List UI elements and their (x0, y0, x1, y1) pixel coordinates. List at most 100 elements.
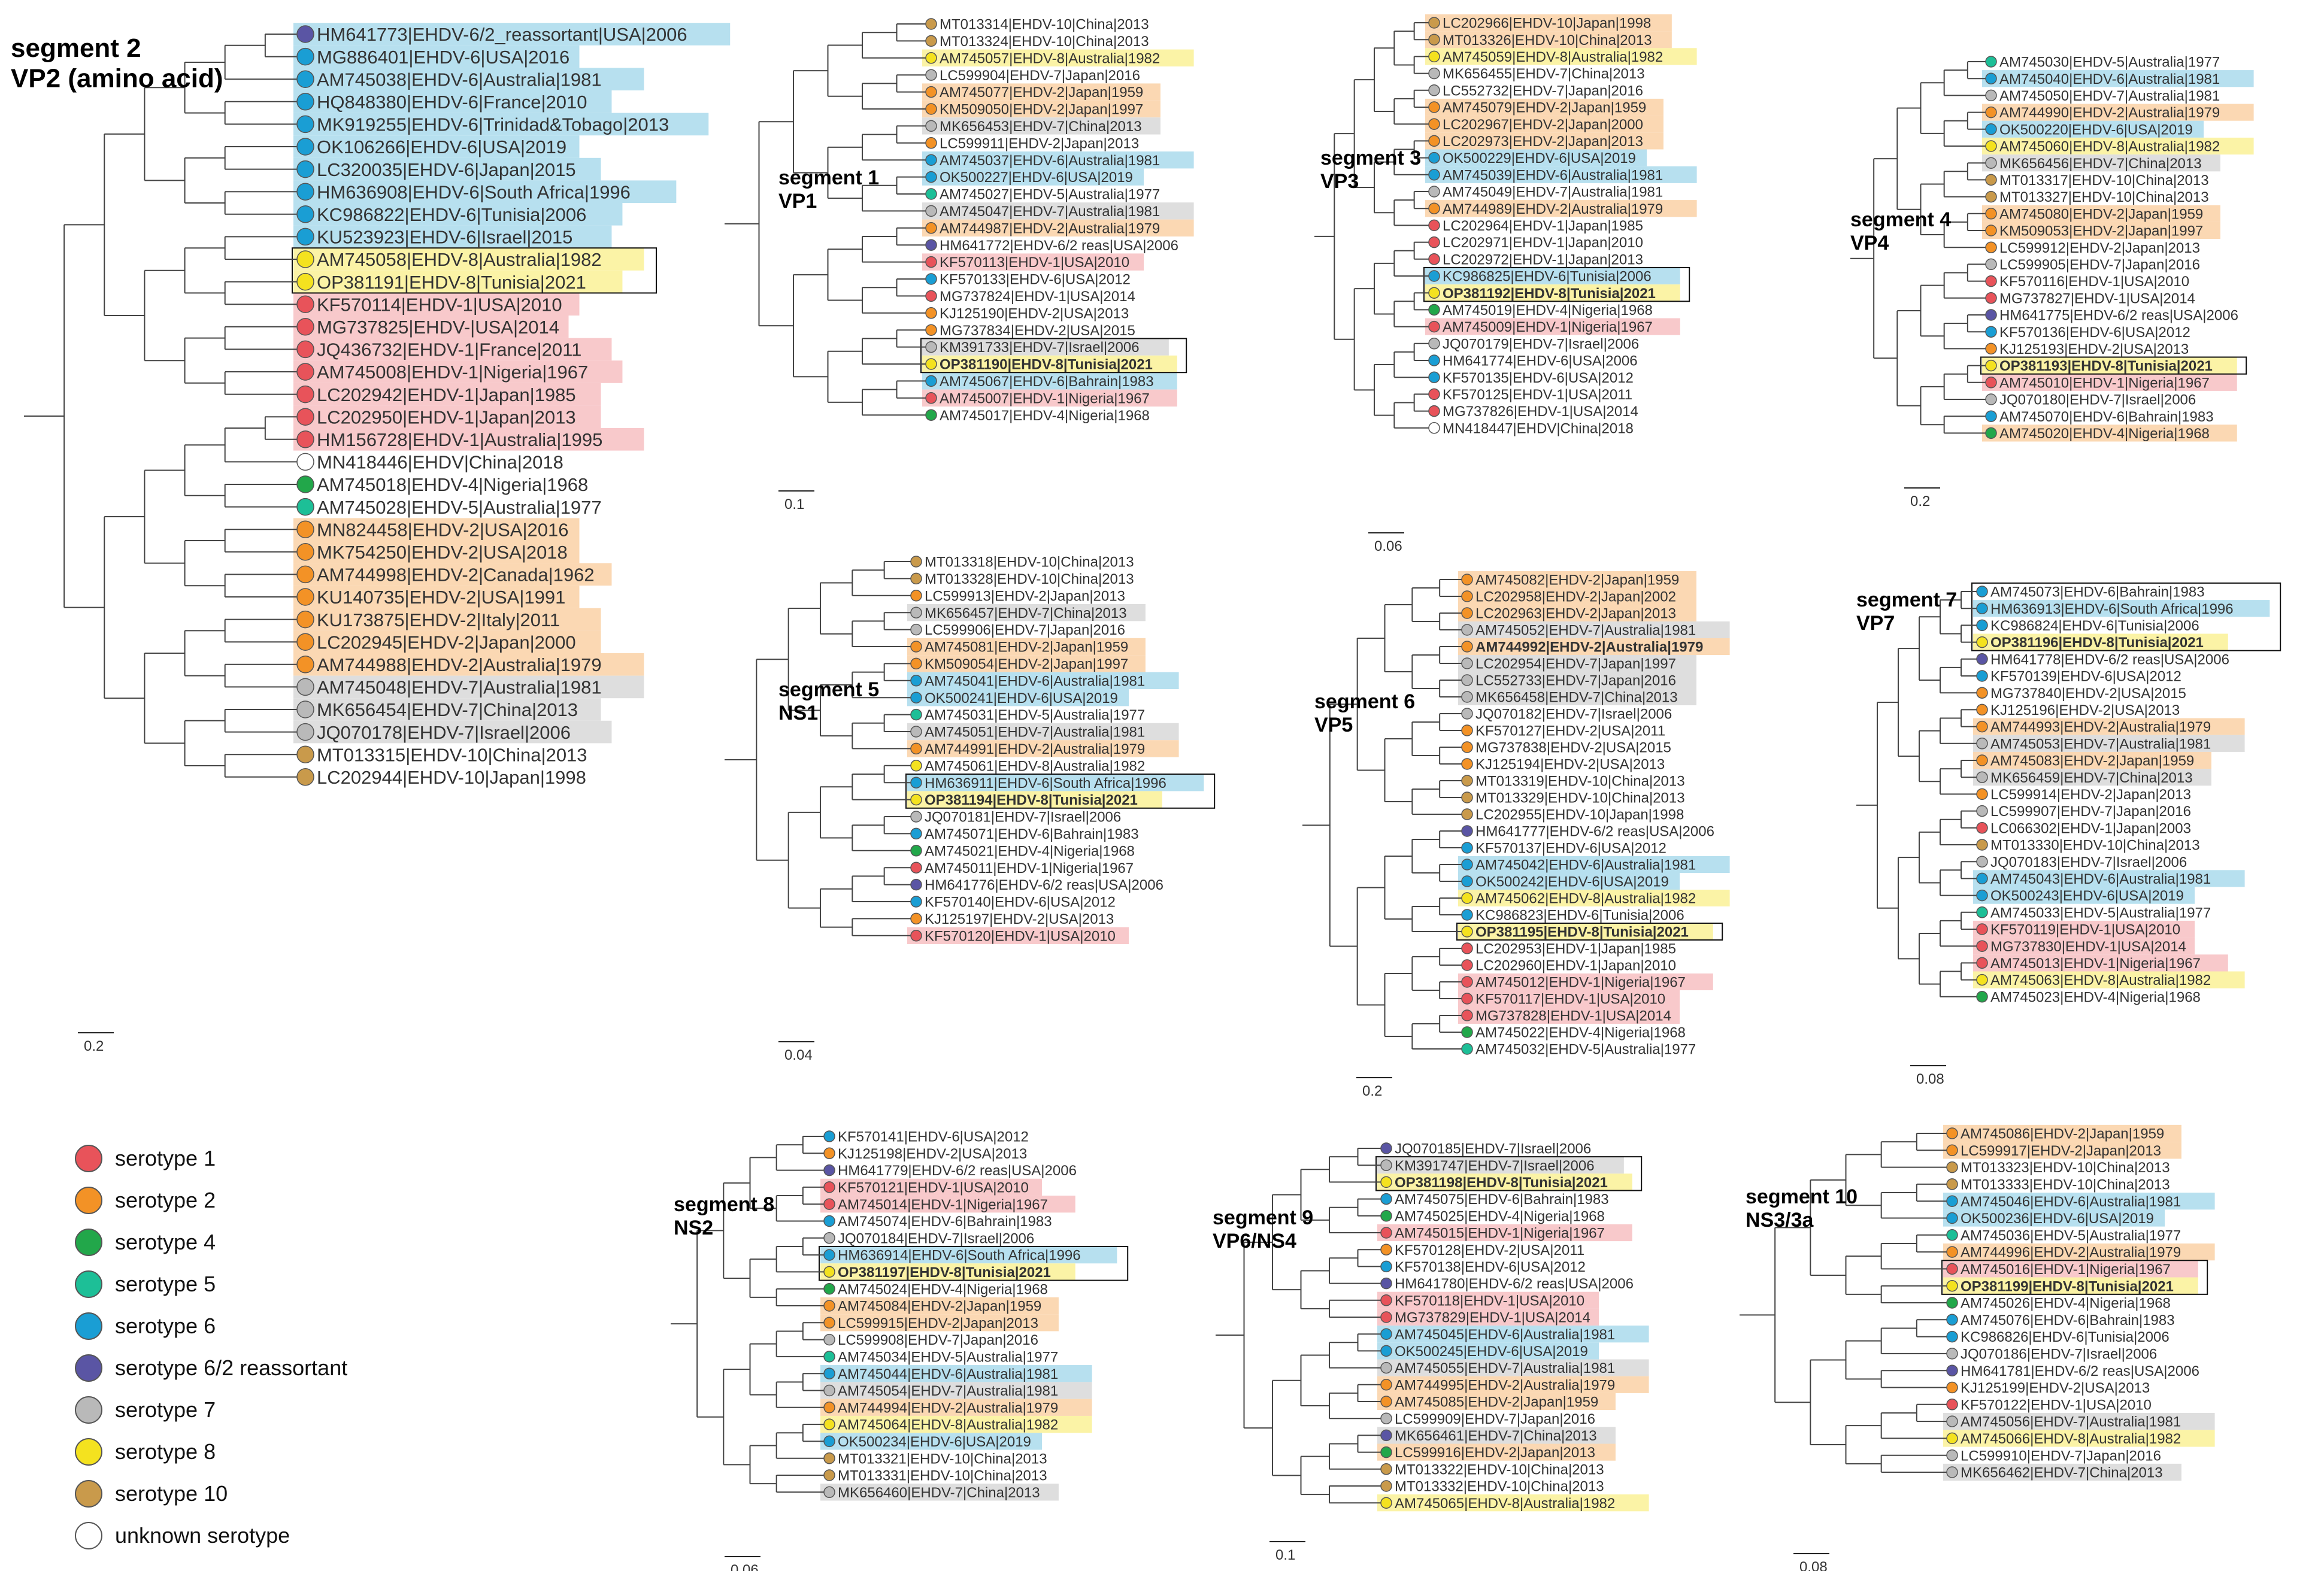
highlight-band (820, 1399, 1092, 1416)
highlight-band (293, 675, 644, 699)
tip-label: MT013327|EHDV-10|China|2013 (1999, 189, 2209, 205)
highlight-band (1973, 870, 2245, 887)
tip-marker (1461, 976, 1473, 988)
tip-marker (296, 25, 314, 43)
tip-marker (1985, 140, 1997, 152)
tip-label: HM641779|EHDV-6/2 reas|USA|2006 (838, 1163, 1077, 1179)
tip-marker (1461, 1026, 1473, 1038)
tip-marker (1976, 839, 1988, 851)
tip-marker (1428, 388, 1440, 401)
tip-label: KC986825|EHDV-6|Tunisia|2006 (1443, 269, 1652, 285)
tip-marker (296, 700, 314, 718)
highlight-band (1982, 374, 2237, 391)
tip-label: AM745026|EHDV-4|Nigeria|1968 (1961, 1296, 2171, 1312)
tip-marker (1976, 586, 1988, 598)
tip-marker (1461, 1043, 1473, 1055)
tip-marker (296, 453, 314, 471)
tip-label: KF570128|EHDV-2|USA|2011 (1395, 1242, 1584, 1258)
tip-label: JQ070182|EHDV-7|Israel|2006 (1475, 706, 1672, 723)
highlight-band (293, 720, 612, 744)
tip-label: AM745011|EHDV-1|Nigeria|1967 (925, 860, 1134, 877)
tip-marker (1428, 101, 1440, 113)
tip-marker (925, 86, 937, 98)
tip-label: AM745023|EHDV-4|Nigeria|1968 (1990, 989, 2201, 1005)
tip-label: KF570121|EHDV-1|USA|2010 (838, 1180, 1029, 1196)
highlight-band (1973, 954, 2228, 972)
highlight-band (922, 253, 1144, 271)
tip-marker (1380, 1244, 1392, 1255)
tip-marker (925, 341, 937, 353)
legend-label: serotype 6 (115, 1314, 216, 1338)
highlight-band (1973, 887, 2195, 904)
tip-marker (1428, 287, 1440, 299)
tip-label: AM745014|EHDV-1|Nigeria|1967 (838, 1197, 1048, 1213)
tip-marker (296, 47, 314, 66)
tip-label: AM744988|EHDV-2|Australia|1979 (317, 654, 602, 675)
tip-marker (823, 1469, 835, 1481)
tip-marker (823, 1215, 835, 1227)
tip-label: OP381192|EHDV-8|Tunisia|2021 (1443, 286, 1656, 302)
legend-swatch (75, 1229, 102, 1256)
tip-label: LC202942|EHDV-1|Japan|1985 (317, 384, 576, 405)
tip-marker (1428, 405, 1440, 417)
tip-label: MG737829|EHDV-1|USA|2014 (1395, 1310, 1590, 1326)
tip-label: KC986826|EHDV-6|Tunisia|2006 (1961, 1329, 2170, 1345)
highlight-band (907, 927, 1129, 944)
highlight-band (1973, 718, 2245, 735)
tip-marker (1380, 1379, 1392, 1391)
tip-marker (1946, 1330, 1958, 1343)
tip-marker (296, 520, 314, 538)
legend-swatch (75, 1438, 102, 1466)
tip-label: KM509050|EHDV-2|Japan|1997 (940, 102, 1143, 118)
tip-label: AM744990|EHDV-2|Australia|1979 (1999, 105, 2220, 121)
tip-marker (296, 588, 314, 606)
tip-marker (910, 641, 922, 653)
tip-marker (1380, 1497, 1392, 1509)
tip-marker (1946, 1314, 1958, 1326)
highlight-band (922, 117, 1161, 135)
tip-marker (1461, 708, 1473, 720)
outline-box (292, 247, 657, 294)
tip-marker (296, 183, 314, 201)
tip-label: AM744987|EHDV-2|Australia|1979 (940, 220, 1160, 236)
tip-label: KJ125198|EHDV-2|USA|2013 (838, 1146, 1027, 1162)
tip-marker (1380, 1294, 1392, 1306)
tip-label: KF570119|EHDV-1|USA|2010 (1990, 922, 2180, 938)
highlight-band (293, 563, 612, 586)
tip-label: MK656460|EHDV-7|China|2013 (838, 1485, 1040, 1501)
tree-panel-seg4: AM745030|EHDV-5|Australia|1977AM745040|E… (1850, 54, 2254, 509)
tip-label: MT013318|EHDV-10|China|2013 (925, 554, 1134, 571)
tip-marker (823, 1300, 835, 1312)
tip-marker (1461, 574, 1473, 586)
highlight-band (1377, 1342, 1599, 1360)
tip-marker (1985, 174, 1997, 186)
outline-box (819, 1245, 1129, 1281)
highlight-band (1973, 971, 2245, 988)
tip-marker (1428, 50, 1440, 63)
tip-label: AM745028|EHDV-5|Australia|1977 (317, 497, 602, 518)
highlight-band (1425, 116, 1664, 133)
highlight-band (820, 1484, 1059, 1501)
tip-label: AM745055|EHDV-7|Australia|1981 (1395, 1360, 1615, 1376)
highlight-band (1458, 856, 1730, 873)
tip-label: AM744992|EHDV-2|Australia|1979 (1475, 639, 1703, 656)
tip-label: LC202971|EHDV-1|Japan|2010 (1443, 235, 1643, 251)
tip-marker (1461, 590, 1473, 602)
tip-marker (910, 657, 922, 670)
tip-label: AM745064|EHDV-8|Australia|1982 (838, 1417, 1058, 1433)
tip-marker (1380, 1227, 1392, 1239)
tip-marker (1985, 89, 1997, 102)
legend-label: unknown serotype (115, 1523, 290, 1548)
tip-label: KJ125194|EHDV-2|USA|2013 (1475, 757, 1665, 773)
tip-marker (1946, 1466, 1958, 1478)
highlight-band (293, 113, 709, 136)
legend-swatch (75, 1522, 102, 1549)
tip-label: LC202966|EHDV-10|Japan|1998 (1443, 16, 1651, 32)
tip-marker (823, 1266, 835, 1278)
tip-label: KU523923|EHDV-6|Israel|2015 (317, 227, 572, 248)
highlight-band (1982, 154, 2220, 172)
highlight-band (922, 219, 1194, 236)
tip-marker (1946, 1212, 1958, 1224)
tip-label: AM745016|EHDV-1|Nigeria|1967 (1961, 1261, 2171, 1278)
